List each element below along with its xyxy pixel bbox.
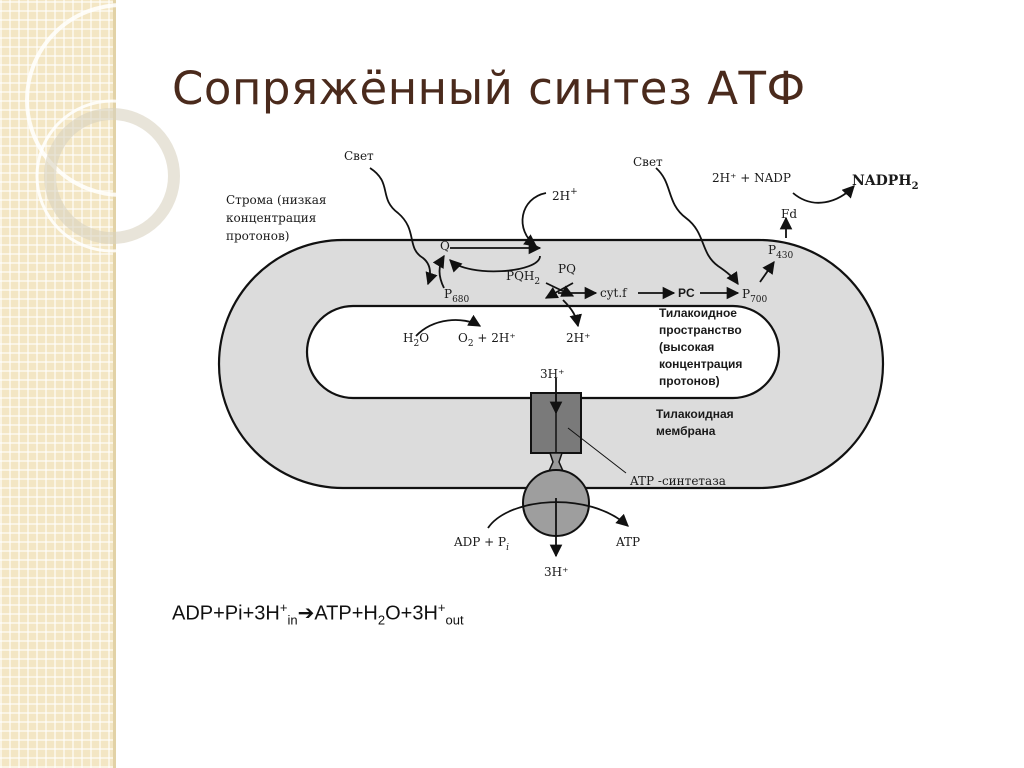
p700-label: P700 <box>742 287 768 305</box>
thylakoid-diagram: Свет Свет Строма (низкая концентрация пр… <box>217 149 919 579</box>
lumen-label-2: пространство <box>659 323 742 337</box>
p430-label: P430 <box>768 243 794 261</box>
h2o-label: H2O <box>403 331 429 349</box>
nadp-reaction-label: 2H⁺ + NADP <box>712 171 791 185</box>
pq-label: PQ <box>558 262 576 276</box>
pc-label: PC <box>678 286 695 300</box>
cyt-f-label: cyt.f <box>600 286 628 300</box>
proton-2h-lumen-label: 2H⁺ <box>566 331 590 345</box>
proton-2h-top-label: 2H+ <box>552 187 578 203</box>
nadph2-label: NADPH2 <box>852 173 919 192</box>
lumen-label-3: (высокая <box>659 340 714 354</box>
adp-pi-label: ADP + Pi <box>453 535 509 553</box>
atp-synthesis-equation: ADP+Pi+3H+in➔ATP+H2O+3H+out <box>172 600 464 628</box>
decorative-sidebar <box>0 0 113 768</box>
thylakoid-membrane <box>217 238 885 490</box>
membrane-label-1: Тилакоидная <box>656 407 734 421</box>
o2-label: O2 + 2H⁺ <box>458 331 516 349</box>
atp-synthase-label: ATP -синтетаза <box>629 474 726 488</box>
p680-label: P680 <box>444 287 470 305</box>
atp-label: ATP <box>615 535 640 549</box>
membrane-label-2: мембрана <box>656 424 716 438</box>
pqh2-label: PQH2 <box>506 269 540 287</box>
lumen-label-5: протонов) <box>659 374 720 388</box>
light-left-label: Свет <box>344 149 374 163</box>
fd-label: Fd <box>781 207 797 221</box>
stroma-label-3: протонов) <box>226 229 289 243</box>
proton-3h-out-label: 3H⁺ <box>544 565 568 579</box>
q-label: Q <box>440 239 450 253</box>
decorative-circles <box>25 3 219 253</box>
stroma-label-1: Строма (низкая <box>226 193 326 207</box>
lumen-label-4: концентрация <box>659 357 742 371</box>
proton-3h-in-label: 3H⁺ <box>540 367 564 381</box>
stroma-label-2: концентрация <box>226 211 316 225</box>
light-right-label: Свет <box>633 155 663 169</box>
slide-title: Сопряжённый синтез АТФ <box>172 62 806 115</box>
lumen-label-1: Тилакоидное <box>659 306 737 320</box>
sidebar-edge <box>113 0 116 768</box>
